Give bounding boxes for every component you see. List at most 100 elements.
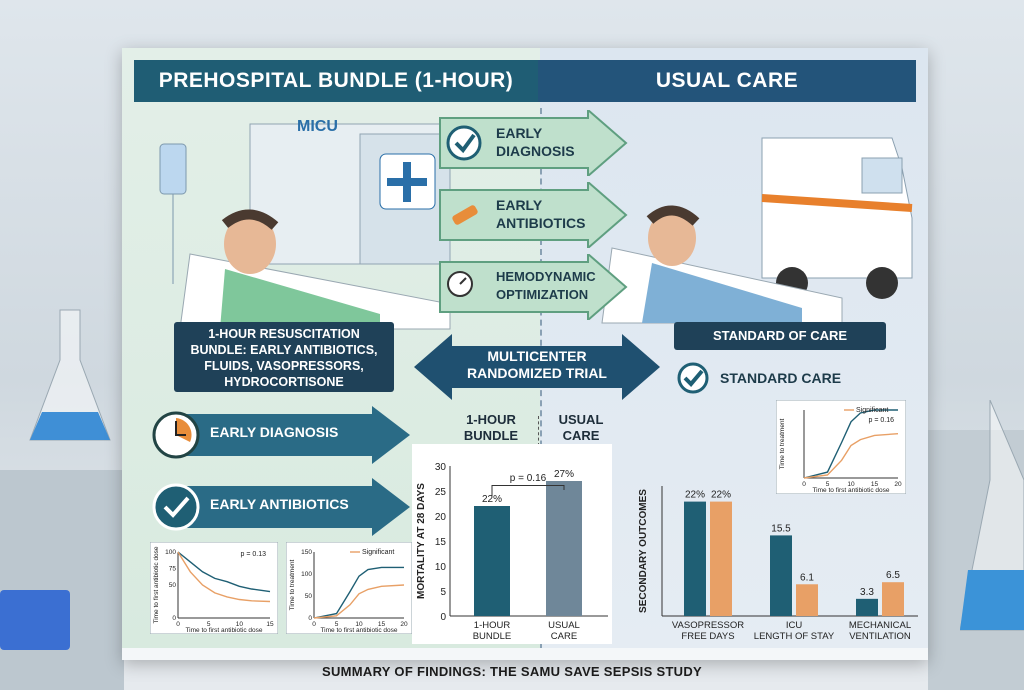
series-line [313, 584, 405, 619]
arrow-hemodynamic-optimization: HEMODYNAMIC OPTIMIZATION [438, 254, 628, 320]
y-tick-label: 5 [440, 587, 446, 598]
series-line [177, 551, 271, 593]
bar [474, 506, 510, 616]
x-tick-label: 15 [266, 621, 274, 628]
bar [546, 481, 582, 616]
arrow-shape [439, 110, 628, 176]
x-tick-label: CARE [551, 631, 577, 642]
series-line [313, 566, 404, 619]
bar-value-label: 22% [685, 490, 705, 501]
series-line [803, 409, 898, 479]
arrow-shape [152, 478, 410, 536]
group-label-usual: USUAL CARE [558, 412, 604, 443]
header-usual-care: USUAL CARE [538, 60, 916, 102]
chart-background [150, 542, 278, 634]
bar-value-label: 27% [554, 469, 574, 480]
center-arrow-label: EARLY DIAGNOSIS [496, 125, 575, 159]
bar [882, 582, 904, 616]
y-tick-label: 75 [169, 566, 177, 573]
y-tick-label: 0 [172, 615, 176, 622]
x-axis-label: Time to first antibiotic dose [320, 627, 397, 634]
y-axis-label: Time to treatment [289, 559, 296, 610]
tube-rack [0, 590, 70, 650]
arrow-shape [152, 406, 410, 464]
y-axis-label: Time to first antibiotic dose [153, 546, 160, 623]
y-tick-label: 100 [165, 549, 176, 556]
bar [796, 584, 818, 616]
y-axis-label: Time to treatment [779, 418, 786, 469]
x-tick-label: VASOPRESSOR [672, 620, 744, 631]
y-tick-label: 50 [305, 593, 313, 600]
patient-usual-care-illustration [601, 137, 913, 324]
p-value-annotation: p = 0.13 [241, 551, 267, 558]
chart-background [286, 542, 412, 634]
arrow-shape [439, 254, 628, 320]
y-tick-label: 15 [435, 537, 447, 548]
x-tick-label: 10 [355, 621, 363, 628]
x-tick-label: 20 [400, 621, 408, 628]
bar [710, 501, 732, 616]
left-arrow-label: EARLY DIAGNOSIS [210, 424, 339, 440]
y-tick-label: 100 [301, 571, 312, 578]
y-tick-label: 20 [435, 512, 447, 523]
lab-bench-left [0, 470, 124, 690]
bar [856, 598, 878, 616]
arrow-early-diagnosis-top: EARLY DIAGNOSIS [438, 110, 628, 176]
chart-background [776, 400, 906, 494]
bar-value-label: 6.5 [886, 570, 900, 581]
x-tick-label: 15 [871, 481, 879, 488]
x-tick-label: 10 [847, 481, 855, 488]
x-tick-label: 5 [826, 481, 830, 488]
x-axis-label: Time to first antibiotic dose [812, 487, 889, 494]
x-tick-label: 15 [378, 621, 386, 628]
x-tick-label: BUNDLE [473, 631, 512, 642]
trial-arrow-label: MULTICENTER RANDOMIZED TRIAL [467, 348, 607, 381]
arrow-shape [439, 182, 628, 248]
x-tick-label: MECHANICAL [849, 620, 911, 631]
group-label-bundle: 1-HOUR BUNDLE [463, 412, 519, 443]
p-value-annotation: p = 0.16 [510, 473, 547, 484]
series-line [803, 433, 899, 479]
legend-label: Significant [362, 549, 394, 556]
legend-label: Significant [856, 407, 888, 414]
x-tick-label: 0 [312, 621, 316, 628]
trial-double-arrow [414, 334, 660, 400]
y-tick-label: 150 [301, 549, 312, 556]
bar [684, 501, 706, 616]
y-tick-label: 50 [169, 582, 177, 589]
center-arrow-label: HEMODYNAMIC OPTIMIZATION [496, 269, 596, 302]
x-tick-label: ICU [786, 620, 803, 631]
arrow-early-antibiotics-top: EARLY ANTIBIOTICS [438, 182, 628, 248]
arrow-early-antibiotics-left: EARLY ANTIBIOTICS [150, 478, 412, 536]
summary-caption: SUMMARY OF FINDINGS: THE SAMU SAVE SEPSI… [321, 664, 703, 679]
y-tick-label: 25 [435, 487, 447, 498]
x-tick-label: VENTILATION [849, 631, 911, 642]
resuscitation-bundle-box: 1-HOUR RESUSCITATION BUNDLE: EARLY ANTIB… [174, 322, 394, 392]
x-tick-label: 5 [335, 621, 339, 628]
patient-in-ambulance-illustration [159, 123, 451, 330]
x-tick-label: 5 [207, 621, 211, 628]
x-tick-label: 20 [894, 481, 902, 488]
p-value-annotation: p = 0.16 [869, 417, 895, 424]
standard-care-label: STANDARD CARE [720, 370, 842, 386]
x-tick-label: FREE DAYS [681, 631, 734, 642]
bar-value-label: 22% [482, 494, 502, 505]
x-tick-label: USUAL [548, 620, 580, 631]
center-arrow-label: EARLY ANTIBIOTICS [496, 197, 586, 231]
flask-icon [960, 400, 1024, 631]
significance-bracket [491, 485, 565, 496]
left-arrow-label: EARLY ANTIBIOTICS [210, 496, 349, 512]
y-axis-label: MORTALITY AT 28 DAYS [416, 483, 427, 599]
series-line [177, 551, 271, 603]
y-tick-label: 30 [435, 462, 447, 473]
bar-value-label: 3.3 [860, 587, 874, 598]
y-tick-label: 0 [308, 615, 312, 622]
arrow-early-diagnosis-left: EARLY DIAGNOSIS [150, 406, 412, 464]
x-tick-label: 1-HOUR [474, 620, 511, 631]
